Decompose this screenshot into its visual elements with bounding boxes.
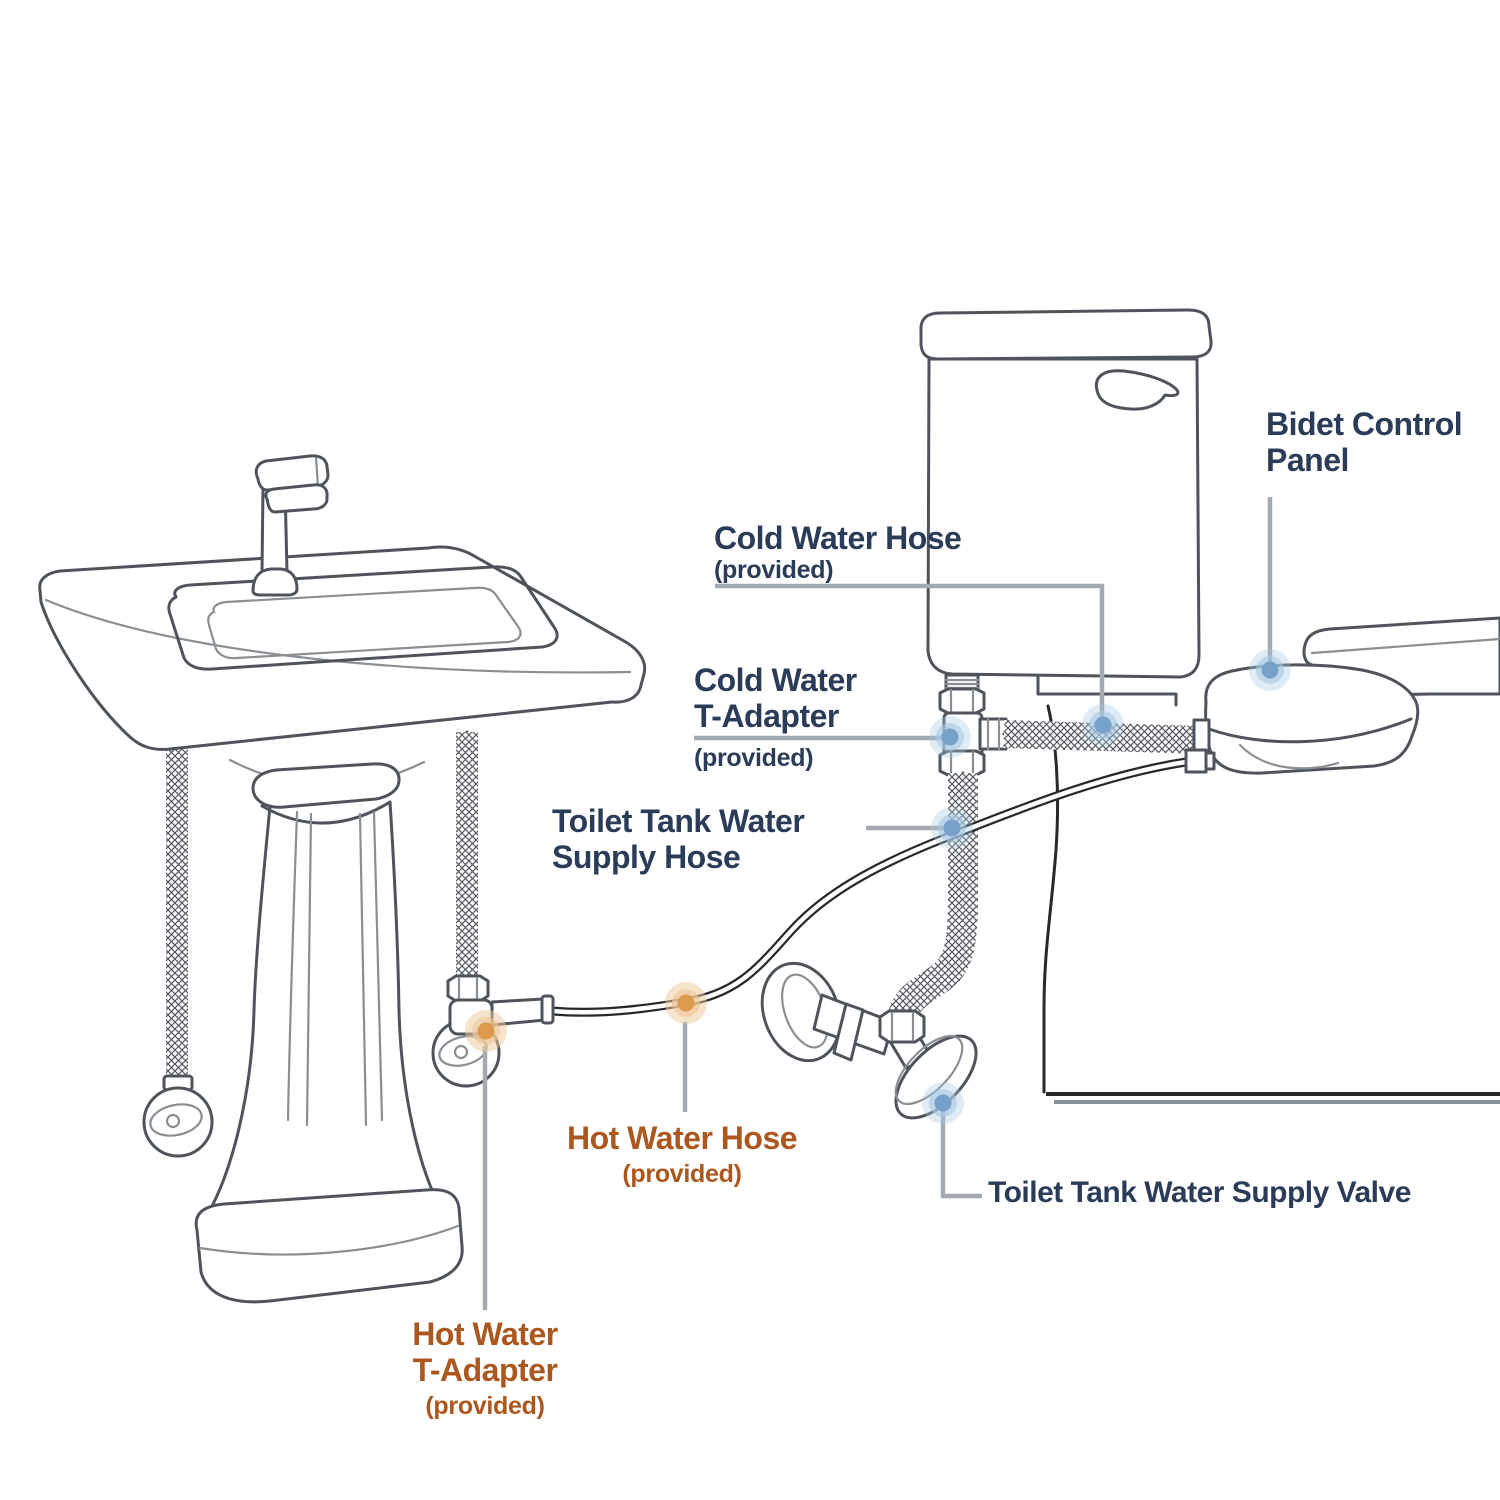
label-cold-water-hose-note: (provided) (714, 556, 834, 584)
label-hot-water-t-adapter-note: (provided) (425, 1392, 545, 1420)
pedestal-sink-illustration (38, 454, 647, 1304)
marker-cold-water-t-adapter-dot (929, 716, 971, 758)
toilet-illustration (919, 308, 1500, 1104)
label-hot-water-hose-note: (provided) (622, 1160, 742, 1188)
label-cold-water-t-adapter-line1: Cold Water (694, 662, 857, 698)
label-bidet-control-panel-line1: Bidet Control (1266, 406, 1463, 442)
label-hot-water-t-adapter: Hot Water T-Adapter (provided) (385, 1316, 585, 1420)
label-supply-hose-line2: Supply Hose (552, 839, 741, 875)
annotation-markers (465, 649, 1291, 1124)
toilet-tank-water-supply-valve-assembly (760, 961, 978, 1120)
faucet (251, 454, 330, 597)
sink-rim-crease (44, 598, 632, 674)
bowl-step-lines (1036, 675, 1178, 707)
label-hot-water-hose: Hot Water Hose (provided) (532, 1120, 832, 1188)
label-cold-water-hose-line1: Cold Water Hose (714, 520, 962, 556)
label-cold-water-hose: Cold Water Hose (provided) (714, 520, 1034, 584)
sink-basin (38, 545, 647, 751)
toilet-tank (926, 357, 1201, 679)
marker-cold-water-hose-dot (1082, 704, 1124, 746)
label-supply-valve-line1: Toilet Tank Water Supply Valve (988, 1176, 1411, 1209)
label-toilet-tank-water-supply-hose: Toilet Tank Water Supply Hose (552, 803, 862, 875)
label-bidet-control-panel-line2: Panel (1266, 442, 1349, 478)
valve-handle (894, 1034, 978, 1120)
marker-hot-water-t-adapter-dot (465, 1010, 507, 1052)
left-shutoff-valve-knob (142, 1074, 214, 1158)
label-hot-water-t-adapter-line1: Hot Water (412, 1316, 558, 1352)
bowl-left-edge (1042, 704, 1060, 1094)
bidet-control-panel-pod (1184, 663, 1420, 775)
marker-hot-water-hose-dot (665, 982, 707, 1024)
label-cold-water-t-adapter-note: (provided) (694, 744, 814, 772)
marker-bidet-control-panel-dot (1249, 649, 1291, 691)
sink-bowl-opening (167, 565, 559, 671)
label-cold-water-t-adapter-line2: T-Adapter (694, 698, 839, 734)
label-hot-water-t-adapter-line2: T-Adapter (412, 1352, 558, 1388)
toilet-tank-lid (919, 308, 1213, 361)
toilet-tank-water-supply-hose (887, 771, 978, 1023)
pedestal-foot (194, 1188, 464, 1304)
sink-pedestal (194, 758, 464, 1304)
label-supply-hose-line1: Toilet Tank Water (552, 803, 805, 839)
sink-bowl-floor (207, 586, 522, 660)
hot-water-hose (551, 757, 1187, 1017)
cold-water-t-adapter-assembly (938, 673, 1008, 777)
label-hot-water-hose-line1: Hot Water Hose (566, 1120, 798, 1156)
leader-lines (482, 497, 1273, 1310)
label-bidet-control-panel: Bidet Control Panel (1266, 406, 1500, 478)
marker-toilet-tank-water-supply-hose-dot (931, 807, 973, 849)
leader-toilet-tank-water-supply-valve (940, 1108, 982, 1199)
marker-toilet-tank-water-supply-valve-dot (922, 1082, 964, 1124)
leader-cold-water-hose (715, 583, 1105, 722)
flush-handle (1094, 369, 1180, 411)
label-toilet-tank-water-supply-valve: Toilet Tank Water Supply Valve (988, 1176, 1500, 1210)
label-cold-water-t-adapter: Cold Water T-Adapter (provided) (694, 662, 884, 772)
